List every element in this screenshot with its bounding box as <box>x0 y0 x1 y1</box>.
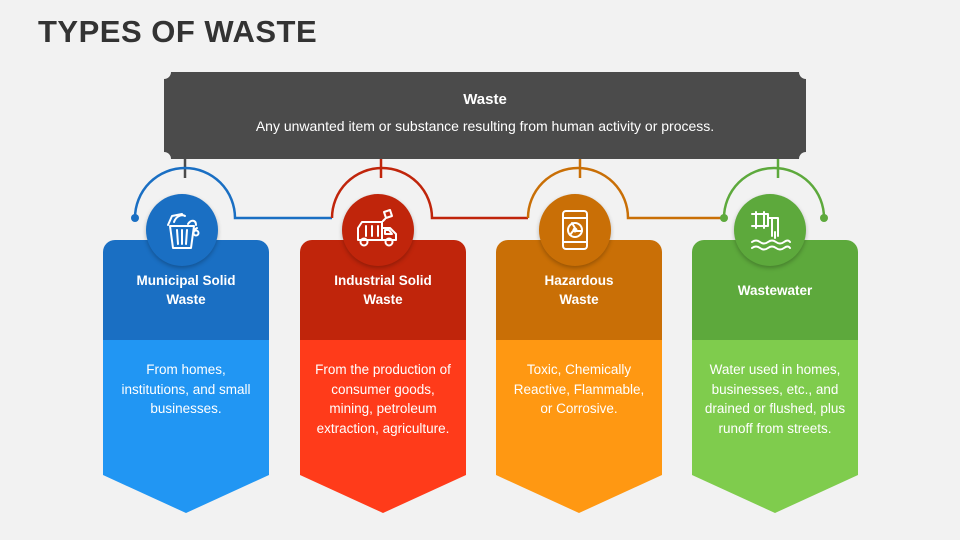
waste-definition-banner: Waste Any unwanted item or substance res… <box>157 65 813 166</box>
trash-bin-icon <box>146 194 218 266</box>
drain-pipe-icon <box>734 194 806 266</box>
card-title: Wastewater <box>737 282 813 298</box>
card-description: From homes, institutions, and small busi… <box>121 362 251 416</box>
card-description: From the production of consumer goods, m… <box>315 362 451 436</box>
card-industrial-solid-waste: Industrial Solid Waste From the producti… <box>300 240 466 513</box>
card-title: Hazardous Waste <box>544 273 614 307</box>
card-body-shape <box>496 340 662 513</box>
card-body-shape <box>103 340 269 513</box>
banner-title: Waste <box>463 91 507 108</box>
card-description: Toxic, Chemically Reactive, Flammable, o… <box>513 362 645 416</box>
card-body-shape <box>692 340 858 513</box>
card-municipal-solid-waste: Municipal Solid Waste From homes, instit… <box>103 240 269 513</box>
page-title: TYPES OF WASTE <box>38 14 318 49</box>
card-description: Water used in homes, businesses, etc., a… <box>704 362 846 436</box>
card-title: Municipal Solid Waste <box>136 273 236 307</box>
card-body-shape <box>300 340 466 513</box>
card-title: Industrial Solid Waste <box>334 273 432 307</box>
garbage-truck-icon <box>342 194 414 266</box>
banner-description: Any unwanted item or substance resulting… <box>255 118 715 134</box>
hazard-barrel-icon <box>539 194 611 266</box>
card-wastewater: Wastewater Water used in homes, business… <box>692 240 858 513</box>
card-hazardous-waste: Hazardous Waste Toxic, Chemically Reacti… <box>496 240 662 513</box>
